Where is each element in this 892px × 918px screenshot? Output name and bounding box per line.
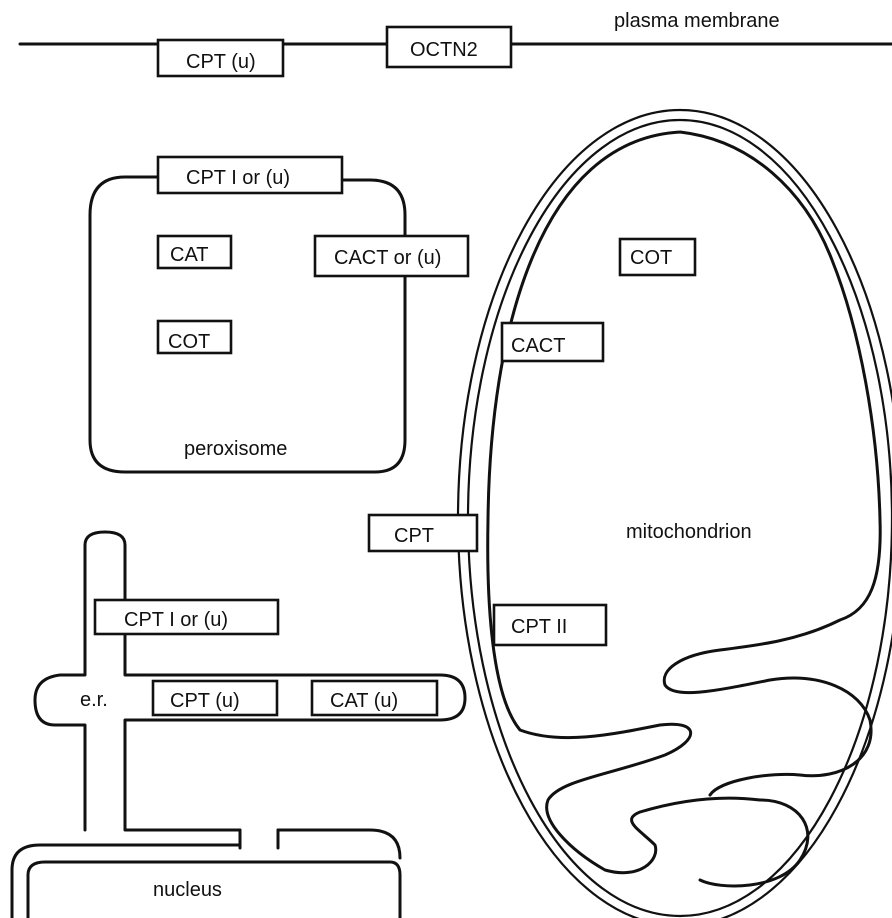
plasma-membrane-label: plasma membrane bbox=[614, 10, 780, 32]
peroxisome: CPT I or (u) CAT CACT or (u) COT peroxis… bbox=[90, 157, 468, 472]
perox-cat-label: CAT bbox=[170, 244, 209, 266]
mitochondrion-label: mitochondrion bbox=[626, 521, 752, 543]
mito-cact-label: CACT bbox=[511, 335, 565, 357]
mito-cot-box: COT bbox=[620, 239, 695, 275]
nucleus-label: nucleus bbox=[153, 879, 222, 901]
pm-octn2-box: OCTN2 bbox=[387, 27, 511, 67]
mito-cot-label: COT bbox=[630, 247, 672, 269]
mitochondrion: COT CACT CPT CPT II mitochondrion bbox=[369, 110, 892, 918]
mito-cpt2-box: CPT II bbox=[494, 605, 606, 645]
peroxisome-label: peroxisome bbox=[184, 438, 287, 460]
mito-cpt2-label: CPT II bbox=[511, 616, 567, 638]
mito-cpt-box: CPT bbox=[369, 515, 477, 551]
mito-cpt-label: CPT bbox=[394, 525, 434, 547]
pm-cpt-u-box: CPT (u) bbox=[158, 40, 283, 76]
er-cat-u-label: CAT (u) bbox=[330, 690, 398, 712]
mito-cact-box: CACT bbox=[502, 323, 603, 361]
pm-octn2-label: OCTN2 bbox=[410, 39, 478, 61]
perox-cact-label: CACT or (u) bbox=[334, 247, 441, 269]
endoplasmic-reticulum: CPT I or (u) e.r. CPT (u) CAT (u) bbox=[35, 532, 465, 848]
perox-cat-box: CAT bbox=[158, 236, 231, 268]
perox-cot-label: COT bbox=[168, 331, 210, 353]
perox-cpt-box: CPT I or (u) bbox=[158, 157, 342, 193]
perox-cot-box: COT bbox=[158, 321, 231, 353]
er-cat-u-box: CAT (u) bbox=[312, 681, 437, 715]
perox-cact-box: CACT or (u) bbox=[315, 236, 468, 276]
er-cpt-u-box: CPT (u) bbox=[153, 681, 277, 715]
perox-cpt-label: CPT I or (u) bbox=[186, 167, 290, 189]
pm-cpt-u-label: CPT (u) bbox=[186, 51, 256, 73]
er-cpt-u-label: CPT (u) bbox=[170, 690, 240, 712]
er-cpt-label: CPT I or (u) bbox=[124, 609, 228, 631]
er-cpt-box: CPT I or (u) bbox=[95, 600, 278, 634]
nucleus: nucleus bbox=[12, 830, 400, 918]
er-label: e.r. bbox=[80, 689, 108, 711]
